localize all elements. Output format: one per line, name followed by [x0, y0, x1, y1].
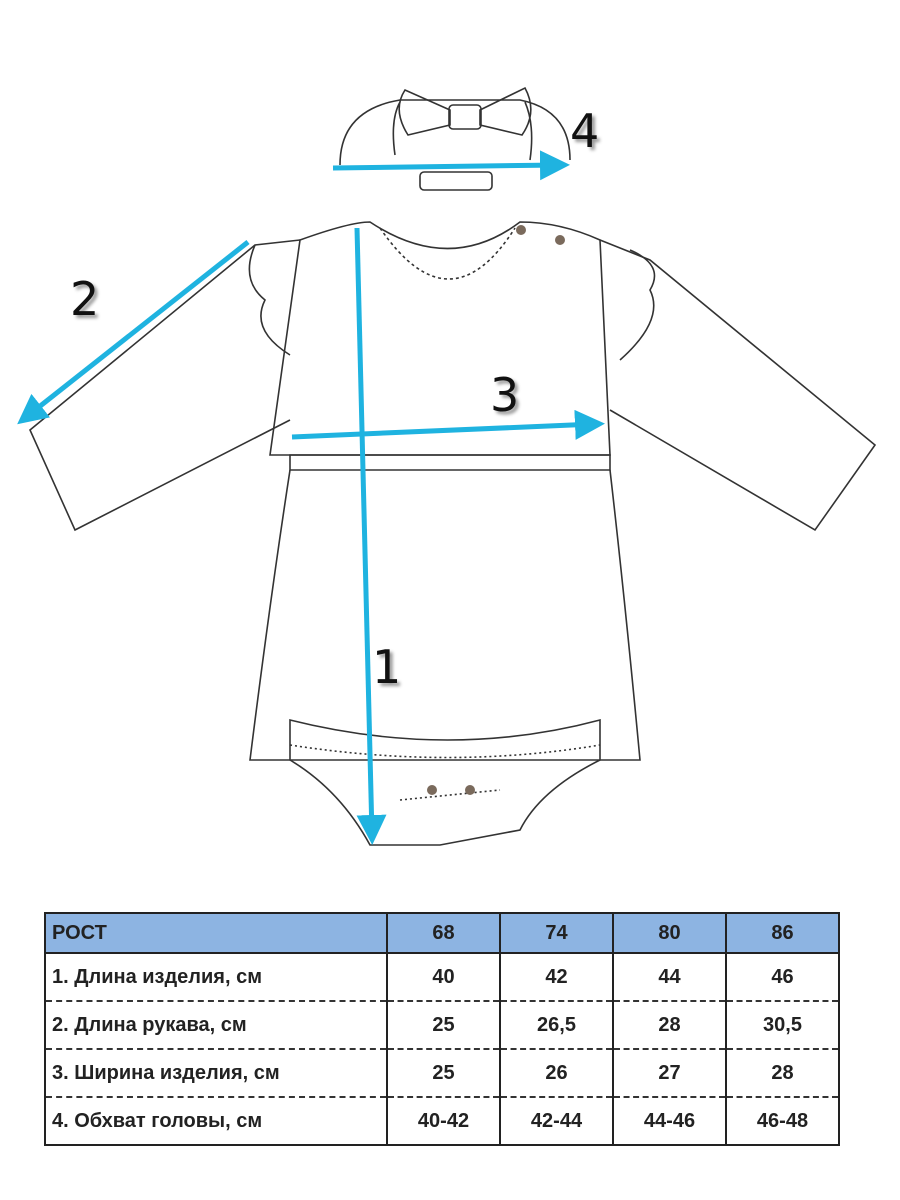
cell: 27 [612, 1049, 726, 1098]
cell: 26 [499, 1049, 613, 1098]
table-row: 4. Обхват головы, см 40-42 42-44 44-46 4… [45, 1097, 839, 1145]
row-label: 3. Ширина изделия, см [45, 1049, 387, 1098]
label-head: 4 [570, 104, 600, 158]
table-header-row: РОСТ 68 74 80 86 [45, 913, 839, 954]
cell: 42-44 [499, 1097, 613, 1145]
measurement-arrows [17, 150, 605, 845]
cell: 25 [386, 1049, 500, 1098]
cell: 46 [725, 953, 839, 1002]
size-table: РОСТ 68 74 80 86 1. Длина изделия, см 40… [44, 912, 840, 1146]
cell: 40-42 [386, 1097, 500, 1145]
cell: 26,5 [499, 1001, 613, 1050]
cell: 40 [386, 953, 500, 1002]
header-cell: 80 [612, 913, 726, 954]
cell: 46-48 [725, 1097, 839, 1145]
label-width: 3 [490, 368, 520, 422]
arrow-length [354, 227, 387, 845]
cell: 28 [725, 1049, 839, 1098]
snap-buttons [427, 225, 565, 795]
row-label: 4. Обхват головы, см [52, 1109, 263, 1132]
label-sleeve: 2 [70, 272, 100, 326]
header-cell: 74 [499, 913, 613, 954]
garment-diagram [17, 86, 877, 846]
cell: 44 [612, 953, 726, 1002]
arrow-width [291, 409, 605, 440]
arrow-sleeve [17, 240, 250, 425]
table-row: 2. Длина рукава, см 25 26,5 28 30,5 [45, 1001, 839, 1050]
cell: 28 [612, 1001, 726, 1050]
cell: 44-46 [612, 1097, 726, 1145]
header-cell: 68 [386, 913, 500, 954]
arrow-head [332, 150, 570, 181]
cell: 30,5 [725, 1001, 839, 1050]
header-cell: РОСТ [45, 913, 387, 954]
table-row: 1. Длина изделия, см 40 42 44 46 [45, 953, 839, 1002]
cell: 42 [499, 953, 613, 1002]
cell: 25 [386, 1001, 500, 1050]
bodysuit-drawing [29, 221, 877, 846]
headband-drawing [339, 86, 571, 191]
table-row: 3. Ширина изделия, см 25 26 27 28 [45, 1049, 839, 1098]
row-label: 2. Длина рукава, см [45, 1001, 387, 1050]
header-cell: 86 [725, 913, 839, 954]
label-length: 1 [372, 640, 402, 694]
row-label: 1. Длина изделия, см [45, 953, 387, 1002]
